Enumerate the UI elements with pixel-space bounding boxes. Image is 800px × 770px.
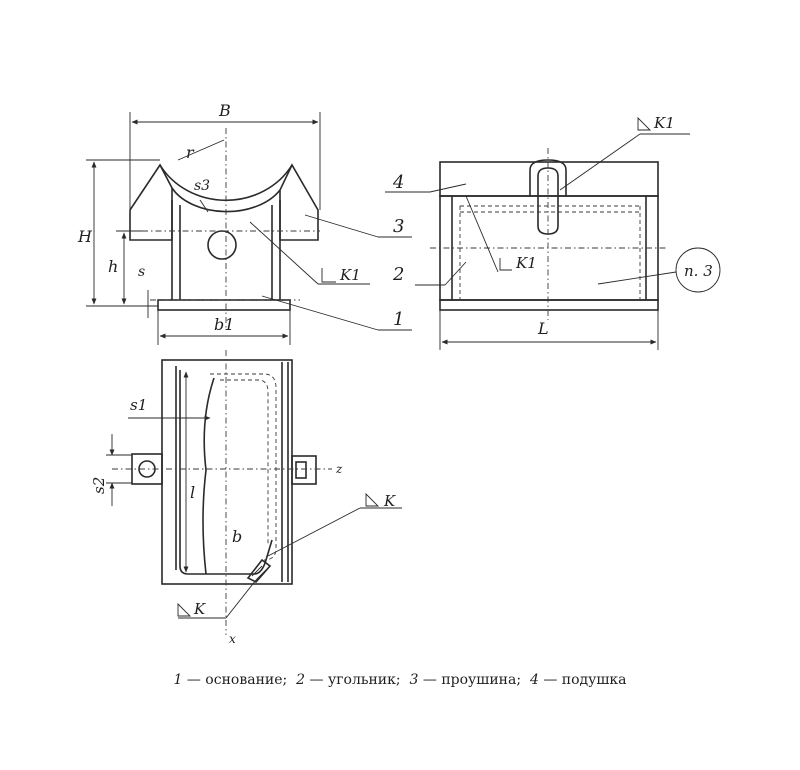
part-4-label: 4 — [392, 172, 404, 193]
axis-z-label: z — [335, 462, 343, 476]
side-view: L 4 2 K1 K1 п. 3 — [385, 114, 721, 350]
dim-r-label: r — [186, 143, 195, 162]
dim-s2-label: s2 — [90, 477, 108, 494]
note-circle — [675, 247, 721, 293]
dim-l-label: l — [190, 483, 195, 502]
caption-num-3: 3 — [409, 672, 419, 688]
caption-num-1: 1 — [173, 672, 183, 688]
dim-B-label: B — [218, 101, 231, 120]
dim-s-label: s — [138, 264, 145, 280]
dim-b1-label: b1 — [214, 315, 234, 334]
weld-K1-label-top: K1 — [653, 114, 675, 132]
figure-caption: 1 — основание; 2 — угольник; 3 — проушин… — [0, 672, 800, 688]
caption-text-4: — подушка — [538, 672, 627, 688]
note-label: п. 3 — [684, 262, 713, 280]
weld-K-symbol-icon-bottom — [177, 602, 192, 617]
weld-K1-label-front: K1 — [339, 266, 361, 284]
weld-K-label-right: K — [383, 492, 396, 510]
top-view: x z s1 s2 l b K K — [90, 350, 402, 646]
dim-s3-label: s3 — [194, 178, 210, 194]
part-3-label: 3 — [393, 216, 404, 237]
dim-b-label: b — [232, 527, 242, 546]
weld-K-label-bottom: K — [193, 600, 206, 618]
caption-text-2: — угольник; — [305, 672, 410, 688]
dim-H-label: H — [77, 227, 93, 246]
dim-s1-label: s1 — [130, 396, 147, 414]
weld-symbol-icon-top — [637, 116, 652, 131]
weld-K-symbol-icon — [365, 492, 380, 507]
caption-num-4: 4 — [529, 672, 539, 688]
weld-symbol-icon-side — [499, 258, 512, 271]
axis-x-label: x — [229, 632, 236, 646]
front-view: B H h s b1 r s3 3 1 K1 — [77, 101, 412, 345]
dim-h-label: h — [108, 257, 118, 276]
weld-symbol-icon — [321, 268, 336, 283]
part-2-label: 2 — [392, 264, 404, 285]
caption-text-3: — проушина; — [418, 672, 530, 688]
part-1-label: 1 — [393, 309, 404, 330]
caption-text-1: — основание; — [182, 672, 297, 688]
dim-L-label: L — [537, 319, 549, 338]
weld-K1-label-side: K1 — [515, 254, 537, 272]
caption-num-2: 2 — [296, 672, 306, 688]
